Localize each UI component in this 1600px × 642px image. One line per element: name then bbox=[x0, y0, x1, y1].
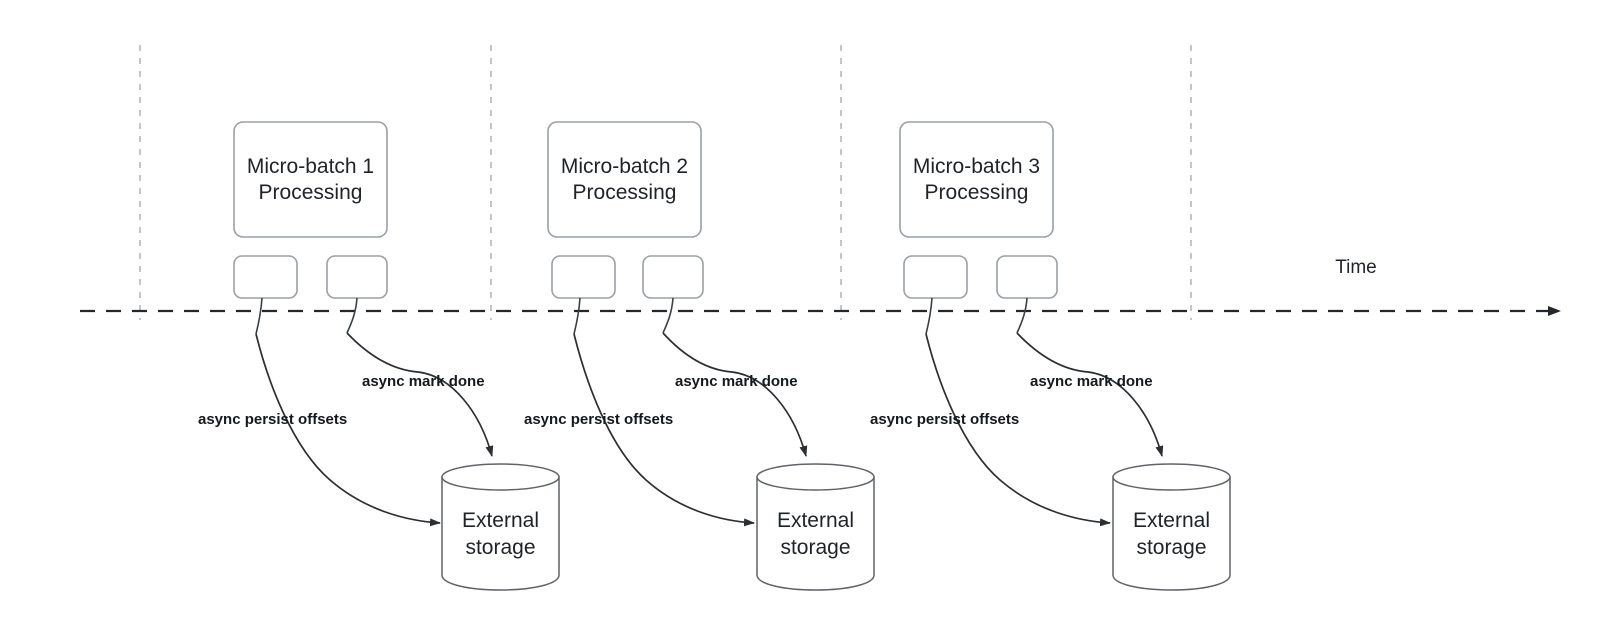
group-1-task-box-right[interactable] bbox=[326, 255, 388, 299]
external-storage-1-label-line1: External bbox=[462, 509, 539, 532]
micro-batch-3-box[interactable]: Micro-batch 3 Processing bbox=[899, 121, 1054, 238]
external-storage-3-label-line1: External bbox=[1133, 509, 1210, 532]
external-storage-2[interactable]: External storage bbox=[756, 463, 875, 591]
external-storage-1[interactable]: External storage bbox=[441, 463, 560, 591]
group-2-async-persist-offsets-label: async persist offsets bbox=[524, 411, 673, 428]
group-3: Micro-batch 3 Processing async persist o… bbox=[870, 121, 1231, 591]
group-1-async-mark-done-label: async mark done bbox=[362, 373, 485, 390]
micro-batch-1-box[interactable]: Micro-batch 1 Processing bbox=[233, 121, 388, 238]
group-3-async-persist-offsets-label: async persist offsets bbox=[870, 411, 1019, 428]
micro-batch-2-rect[interactable] bbox=[547, 121, 702, 238]
group-3-async-persist-offsets-edge bbox=[925, 333, 1111, 527]
external-storage-1-top bbox=[441, 463, 560, 491]
external-storage-3[interactable]: External storage bbox=[1112, 463, 1231, 591]
micro-batch-2-box[interactable]: Micro-batch 2 Processing bbox=[547, 121, 702, 238]
micro-batch-3-label-line2: Processing bbox=[925, 181, 1029, 204]
group-3-stub-right bbox=[1016, 297, 1028, 334]
group-3-task-box-right[interactable] bbox=[996, 255, 1058, 299]
group-1-async-persist-offsets-edge bbox=[255, 333, 441, 527]
external-storage-3-label-line2: storage bbox=[1136, 536, 1206, 559]
external-storage-2-body[interactable] bbox=[756, 476, 875, 591]
group-3-async-mark-done-edge bbox=[1016, 332, 1164, 457]
micro-batch-2-label-line1: Micro-batch 2 bbox=[561, 155, 688, 178]
group-1-stub-right bbox=[346, 297, 358, 334]
micro-batch-3-rect[interactable] bbox=[899, 121, 1054, 238]
group-2-async-mark-done-label: async mark done bbox=[675, 373, 798, 390]
micro-batch-1-rect[interactable] bbox=[233, 121, 388, 238]
micro-batch-1-label-line1: Micro-batch 1 bbox=[247, 155, 374, 178]
group-3-task-box-left[interactable] bbox=[903, 255, 968, 299]
group-2-task-box-left[interactable] bbox=[551, 255, 616, 299]
micro-batch-1-label-line2: Processing bbox=[259, 181, 363, 204]
group-2-async-persist-offsets-edge bbox=[573, 333, 755, 527]
external-storage-1-label-line2: storage bbox=[465, 536, 535, 559]
group-3-async-mark-done-label: async mark done bbox=[1030, 373, 1153, 390]
group-1: Micro-batch 1 Processing async persist o… bbox=[198, 121, 560, 591]
group-2-task-box-right[interactable] bbox=[642, 255, 704, 299]
group-1-stub-left bbox=[255, 297, 263, 335]
group-2-stub-left bbox=[573, 297, 581, 335]
external-storage-3-body[interactable] bbox=[1112, 476, 1231, 591]
group-1-async-mark-done-edge bbox=[346, 332, 494, 457]
group-1-async-persist-offsets-label: async persist offsets bbox=[198, 411, 347, 428]
external-storage-2-label-line1: External bbox=[777, 509, 854, 532]
external-storage-1-body[interactable] bbox=[441, 476, 560, 591]
micro-batch-3-label-line1: Micro-batch 3 bbox=[913, 155, 1040, 178]
group-1-task-box-left[interactable] bbox=[233, 255, 298, 299]
group-2-async-mark-done-edge bbox=[662, 332, 808, 457]
group-2: Micro-batch 2 Processing async persist o… bbox=[524, 121, 875, 591]
micro-batch-2-label-line2: Processing bbox=[573, 181, 677, 204]
external-storage-2-label-line2: storage bbox=[780, 536, 850, 559]
group-2-stub-right bbox=[662, 297, 674, 334]
external-storage-3-top bbox=[1112, 463, 1231, 491]
external-storage-2-top bbox=[756, 463, 875, 491]
group-3-stub-left bbox=[925, 297, 933, 335]
time-axis-label: Time bbox=[1335, 257, 1377, 278]
